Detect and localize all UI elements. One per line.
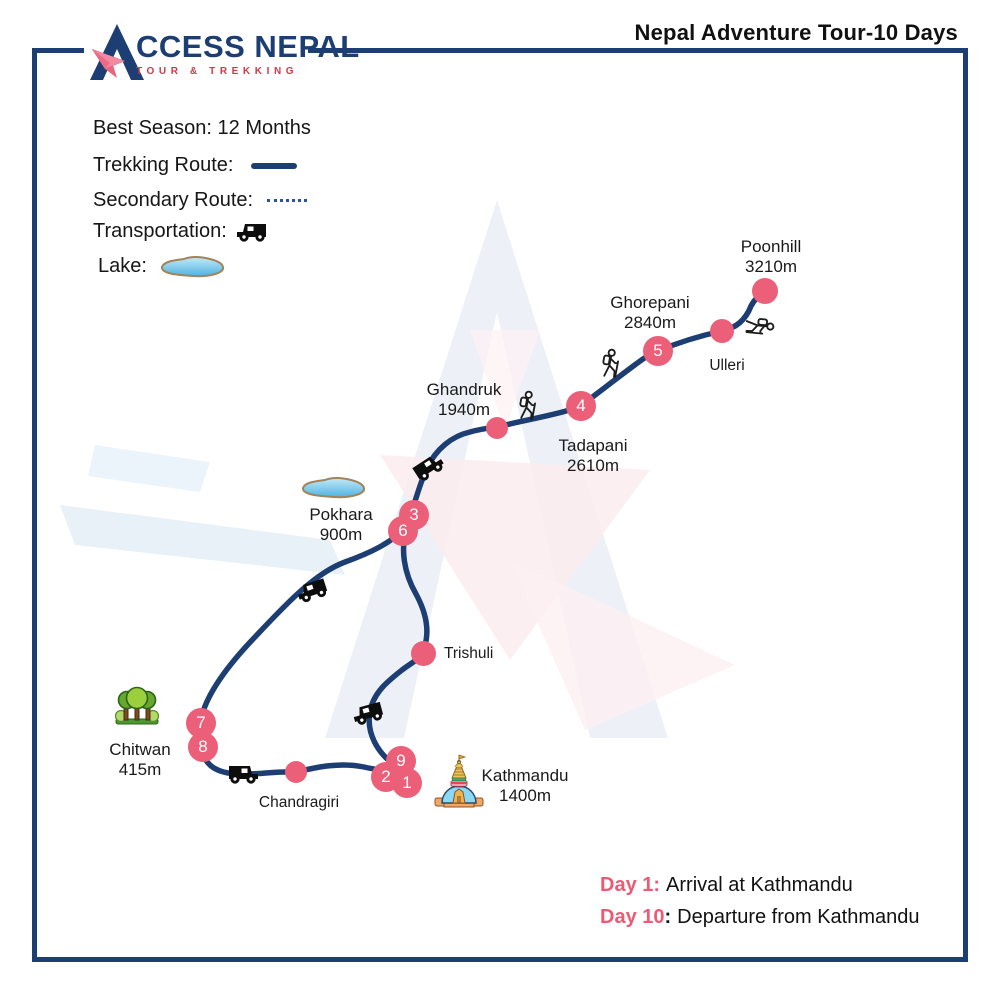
location-label-ghandruk: Ghandruk 1940m <box>427 380 502 420</box>
location-altitude: 1940m <box>438 400 490 420</box>
location-altitude: 2840m <box>624 313 676 333</box>
stop-marker-1: 1 <box>392 768 422 798</box>
location-label-trishuli: Trishuli <box>444 645 493 663</box>
frame-border-left <box>32 48 37 962</box>
location-label-tadapani: Tadapani 2610m <box>558 436 627 476</box>
location-name: Pokhara <box>309 505 373 524</box>
location-altitude: 2610m <box>567 456 619 476</box>
hiker-icon <box>744 316 775 336</box>
location-label-ulleri: Ulleri <box>709 357 744 375</box>
stop-marker-4: 4 <box>566 391 596 421</box>
legend-trekking-route-label: Trekking Route: <box>93 154 234 176</box>
stop-marker-7: 7 <box>186 708 216 738</box>
secondary-route-sample-line <box>267 199 308 202</box>
day-notes: Day 1:Arrival at Kathmandu Day 10:Depart… <box>600 874 920 938</box>
location-name: Tadapani <box>558 436 628 455</box>
legend-lake-label: Lake: <box>98 254 147 277</box>
day1-note: Day 1:Arrival at Kathmandu <box>600 874 920 897</box>
lake-icon <box>301 477 366 499</box>
legend-transportation: Transportation: <box>93 218 271 244</box>
brand-name: CCESS NEPAL <box>136 29 360 64</box>
trees-icon <box>114 686 160 725</box>
location-name: Trishuli <box>444 645 494 662</box>
lake-icon <box>160 256 225 278</box>
location-altitude: 1400m <box>499 786 551 806</box>
location-dot-ghandruk <box>486 417 508 439</box>
watermark-a <box>60 200 735 738</box>
location-dot-ulleri <box>710 319 734 343</box>
stupa-icon <box>434 754 484 808</box>
legend-secondary-route-label: Secondary Route: <box>93 189 254 211</box>
legend-best-season-label: Best Season: 12 Months <box>93 117 311 139</box>
location-altitude: 900m <box>319 525 363 545</box>
location-label-poonhill: Poonhill 3210m <box>741 237 802 277</box>
location-label-chitwan: Chitwan 415m <box>109 740 170 780</box>
location-label-chandragiri: Chandragiri <box>259 794 339 812</box>
trekking-route-sample-line <box>251 162 298 169</box>
location-name: Ulleri <box>709 357 745 374</box>
location-label-kathmandu: Kathmandu 1400m <box>482 766 569 806</box>
location-name: Poonhill <box>740 237 802 256</box>
day10-label: Day 10 <box>600 906 665 928</box>
location-altitude: 415m <box>118 760 162 780</box>
location-dot-trishuli <box>411 641 436 666</box>
stop-marker-6: 6 <box>388 516 418 546</box>
access-nepal-logo: CCESS NEPAL TOUR & TREKKING <box>90 22 360 82</box>
page-title: Nepal Adventure Tour-10 Days <box>634 20 958 45</box>
location-name: Ghandruk <box>426 380 502 399</box>
brand-text: CCESS NEPAL TOUR & TREKKING <box>136 22 360 77</box>
frame-border-right <box>963 48 968 962</box>
location-name: Chitwan <box>109 740 171 759</box>
stop-marker-5: 5 <box>643 336 673 366</box>
frame-border-top-left <box>32 48 84 53</box>
location-label-ghorepani: Ghorepani 2840m <box>610 293 689 333</box>
jeep-icon <box>229 766 258 784</box>
location-dot-poonhill <box>752 278 778 304</box>
day10-colon: : <box>664 906 672 928</box>
brand-tagline: TOUR & TREKKING <box>136 66 299 77</box>
location-dot-chandragiri <box>285 761 307 783</box>
legend-lake: Lake: <box>98 252 227 280</box>
day10-note: Day 10:Departure from Kathmandu <box>600 906 920 929</box>
location-label-pokhara: Pokhara 900m <box>309 505 372 545</box>
jeep-icon <box>236 224 266 242</box>
location-name: Kathmandu <box>481 766 569 785</box>
legend-secondary-route: Secondary Route: <box>93 189 308 212</box>
location-name: Chandragiri <box>258 794 340 811</box>
stop-marker-8: 8 <box>188 732 218 762</box>
frame-border-top-right <box>308 48 968 53</box>
day1-text: Arrival at Kathmandu <box>666 874 853 896</box>
location-altitude: 3210m <box>745 257 797 277</box>
frame-border-bottom <box>32 957 968 962</box>
location-name: Ghorepani <box>610 293 690 312</box>
legend-transportation-label: Transportation: <box>93 219 227 242</box>
hiker-icon <box>602 348 619 378</box>
legend-trekking-route: Trekking Route: <box>93 154 298 177</box>
day1-label: Day 1: <box>600 874 661 896</box>
logo-a-plane-icon <box>90 24 144 80</box>
day10-text: Departure from Kathmandu <box>677 906 920 928</box>
legend-best-season: Best Season: 12 Months <box>93 117 311 140</box>
